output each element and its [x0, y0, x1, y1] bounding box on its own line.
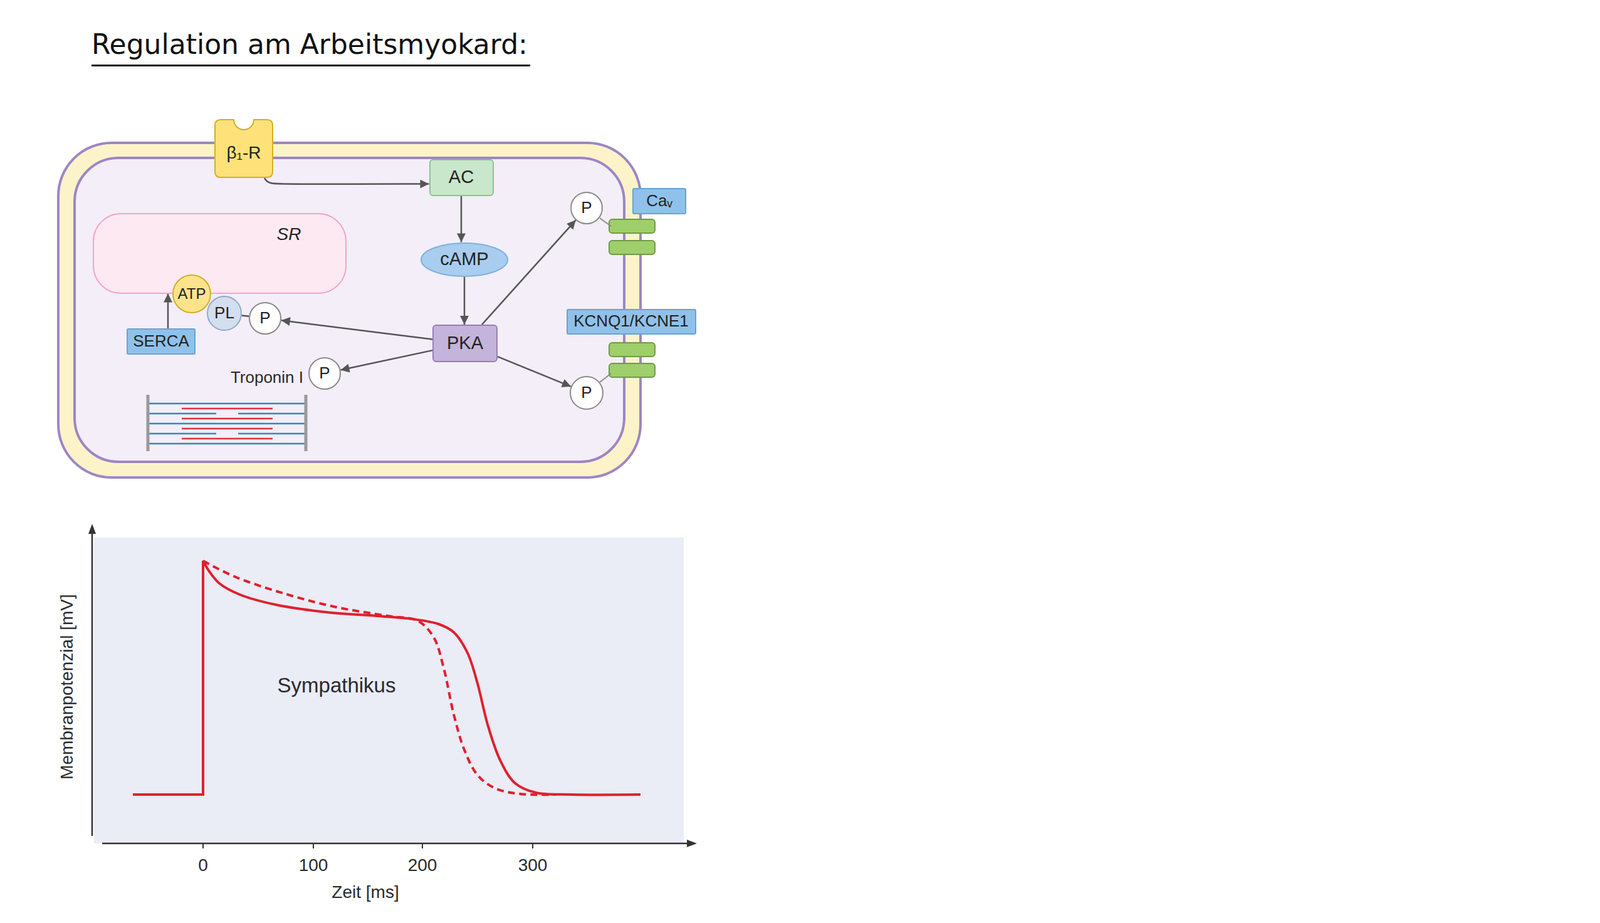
sarcomere: [147, 394, 306, 452]
node-text: P: [580, 198, 592, 218]
myosin-filament: [181, 428, 273, 430]
axis-title: Membranpotenzial [mV]: [57, 594, 78, 780]
circle-shape: [308, 357, 341, 390]
signal-arrow: [264, 177, 430, 185]
circle-shape: [570, 376, 603, 410]
channel-subunit: [609, 240, 655, 255]
signal-arrow: [481, 219, 576, 325]
axis-title: Zeit [ms]: [331, 882, 399, 903]
structure-label: Troponin I: [230, 368, 304, 388]
actin-filament: [149, 413, 217, 415]
node-text: SERCA: [132, 332, 190, 351]
channel-label: Caᵥ: [632, 188, 687, 215]
myosin-filament: [181, 407, 273, 410]
node-text: P: [318, 364, 330, 383]
ellipse-shape: [421, 243, 508, 277]
axis-tick-label: 200: [407, 855, 438, 876]
curve-label: Sympathikus: [277, 673, 397, 698]
node-text: PL: [214, 303, 235, 323]
phosphate-circle: P: [569, 376, 604, 410]
signal-arrow: [497, 356, 571, 387]
circle-shape: [207, 296, 242, 331]
node-text: SR: [277, 224, 302, 245]
signal-arrow: [281, 320, 433, 340]
node-text: P: [259, 308, 271, 328]
kinase-box: PKA: [432, 324, 498, 363]
circle-shape: [570, 192, 603, 224]
phosphate-bond: [599, 218, 612, 227]
actin-filament: [149, 443, 305, 445]
receptor-shape: [214, 119, 273, 178]
node-text: Caᵥ: [646, 191, 673, 211]
myosin-filament: [181, 418, 273, 420]
channel-subunit: [609, 219, 655, 234]
actin-filament: [149, 433, 217, 435]
channel-subunit: [609, 342, 655, 357]
pump-label: SERCA: [126, 328, 196, 355]
signal-arrow: [463, 277, 466, 326]
myosin-filament: [181, 438, 273, 440]
axis-tick-label: 300: [518, 855, 548, 876]
enzyme-box: AC: [429, 159, 494, 197]
phosphate-circle: P: [308, 357, 341, 390]
axis-tick: [421, 843, 424, 849]
axis-tick: [532, 843, 534, 849]
node-text: β₁-R: [226, 142, 261, 163]
axis-tick-label: 0: [198, 855, 209, 876]
node-text: PKA: [446, 332, 484, 354]
chart-panel: [94, 537, 684, 844]
cell-membrane-outer: [58, 142, 641, 478]
action-potential-curve: [132, 560, 641, 795]
circle-shape: [172, 275, 211, 313]
y-axis: [91, 531, 94, 837]
actin-filament: [238, 413, 305, 415]
messenger-ellipse: cAMP: [420, 242, 509, 278]
cell-membrane-inner: [74, 157, 625, 462]
sarcoplasmic-reticulum: SR: [92, 213, 347, 294]
axis-arrowhead: [686, 839, 697, 848]
phosphate-bond: [599, 373, 612, 383]
actin-filament: [238, 433, 305, 435]
x-axis: [102, 842, 690, 845]
channel-label: KCNQ1/KCNE1: [566, 308, 697, 335]
z-line: [304, 394, 308, 452]
receptor: β₁-R: [214, 119, 274, 178]
channel-subunit: [609, 363, 655, 378]
axis-arrowhead: [88, 523, 96, 534]
signal-arrow: [340, 350, 433, 370]
phosphate-circle: P: [570, 191, 603, 225]
signal-arrow: [167, 293, 170, 330]
circle-shape: [249, 302, 281, 335]
axis-tick-label: 100: [298, 855, 329, 876]
signal-arrow: [241, 315, 249, 316]
action-potential-curve-sympathetic: [203, 560, 556, 795]
axis-tick: [312, 843, 314, 849]
axis-tick: [202, 843, 204, 849]
signal-arrow: [460, 196, 463, 243]
node-text: AC: [448, 166, 474, 188]
node-text: ATP: [177, 285, 207, 303]
node-text: KCNQ1/KCNE1: [573, 312, 689, 331]
node-text: cAMP: [439, 248, 489, 270]
diagram-title: Regulation am Arbeitsmyokard:: [91, 28, 531, 67]
actin-filament: [149, 423, 305, 425]
z-line: [146, 394, 150, 452]
phosphate-circle: P: [248, 302, 282, 335]
node-text: P: [580, 383, 592, 403]
atp-circle: ATP: [172, 274, 212, 314]
phospholamban-circle: PL: [206, 295, 242, 331]
actin-filament: [149, 402, 305, 405]
